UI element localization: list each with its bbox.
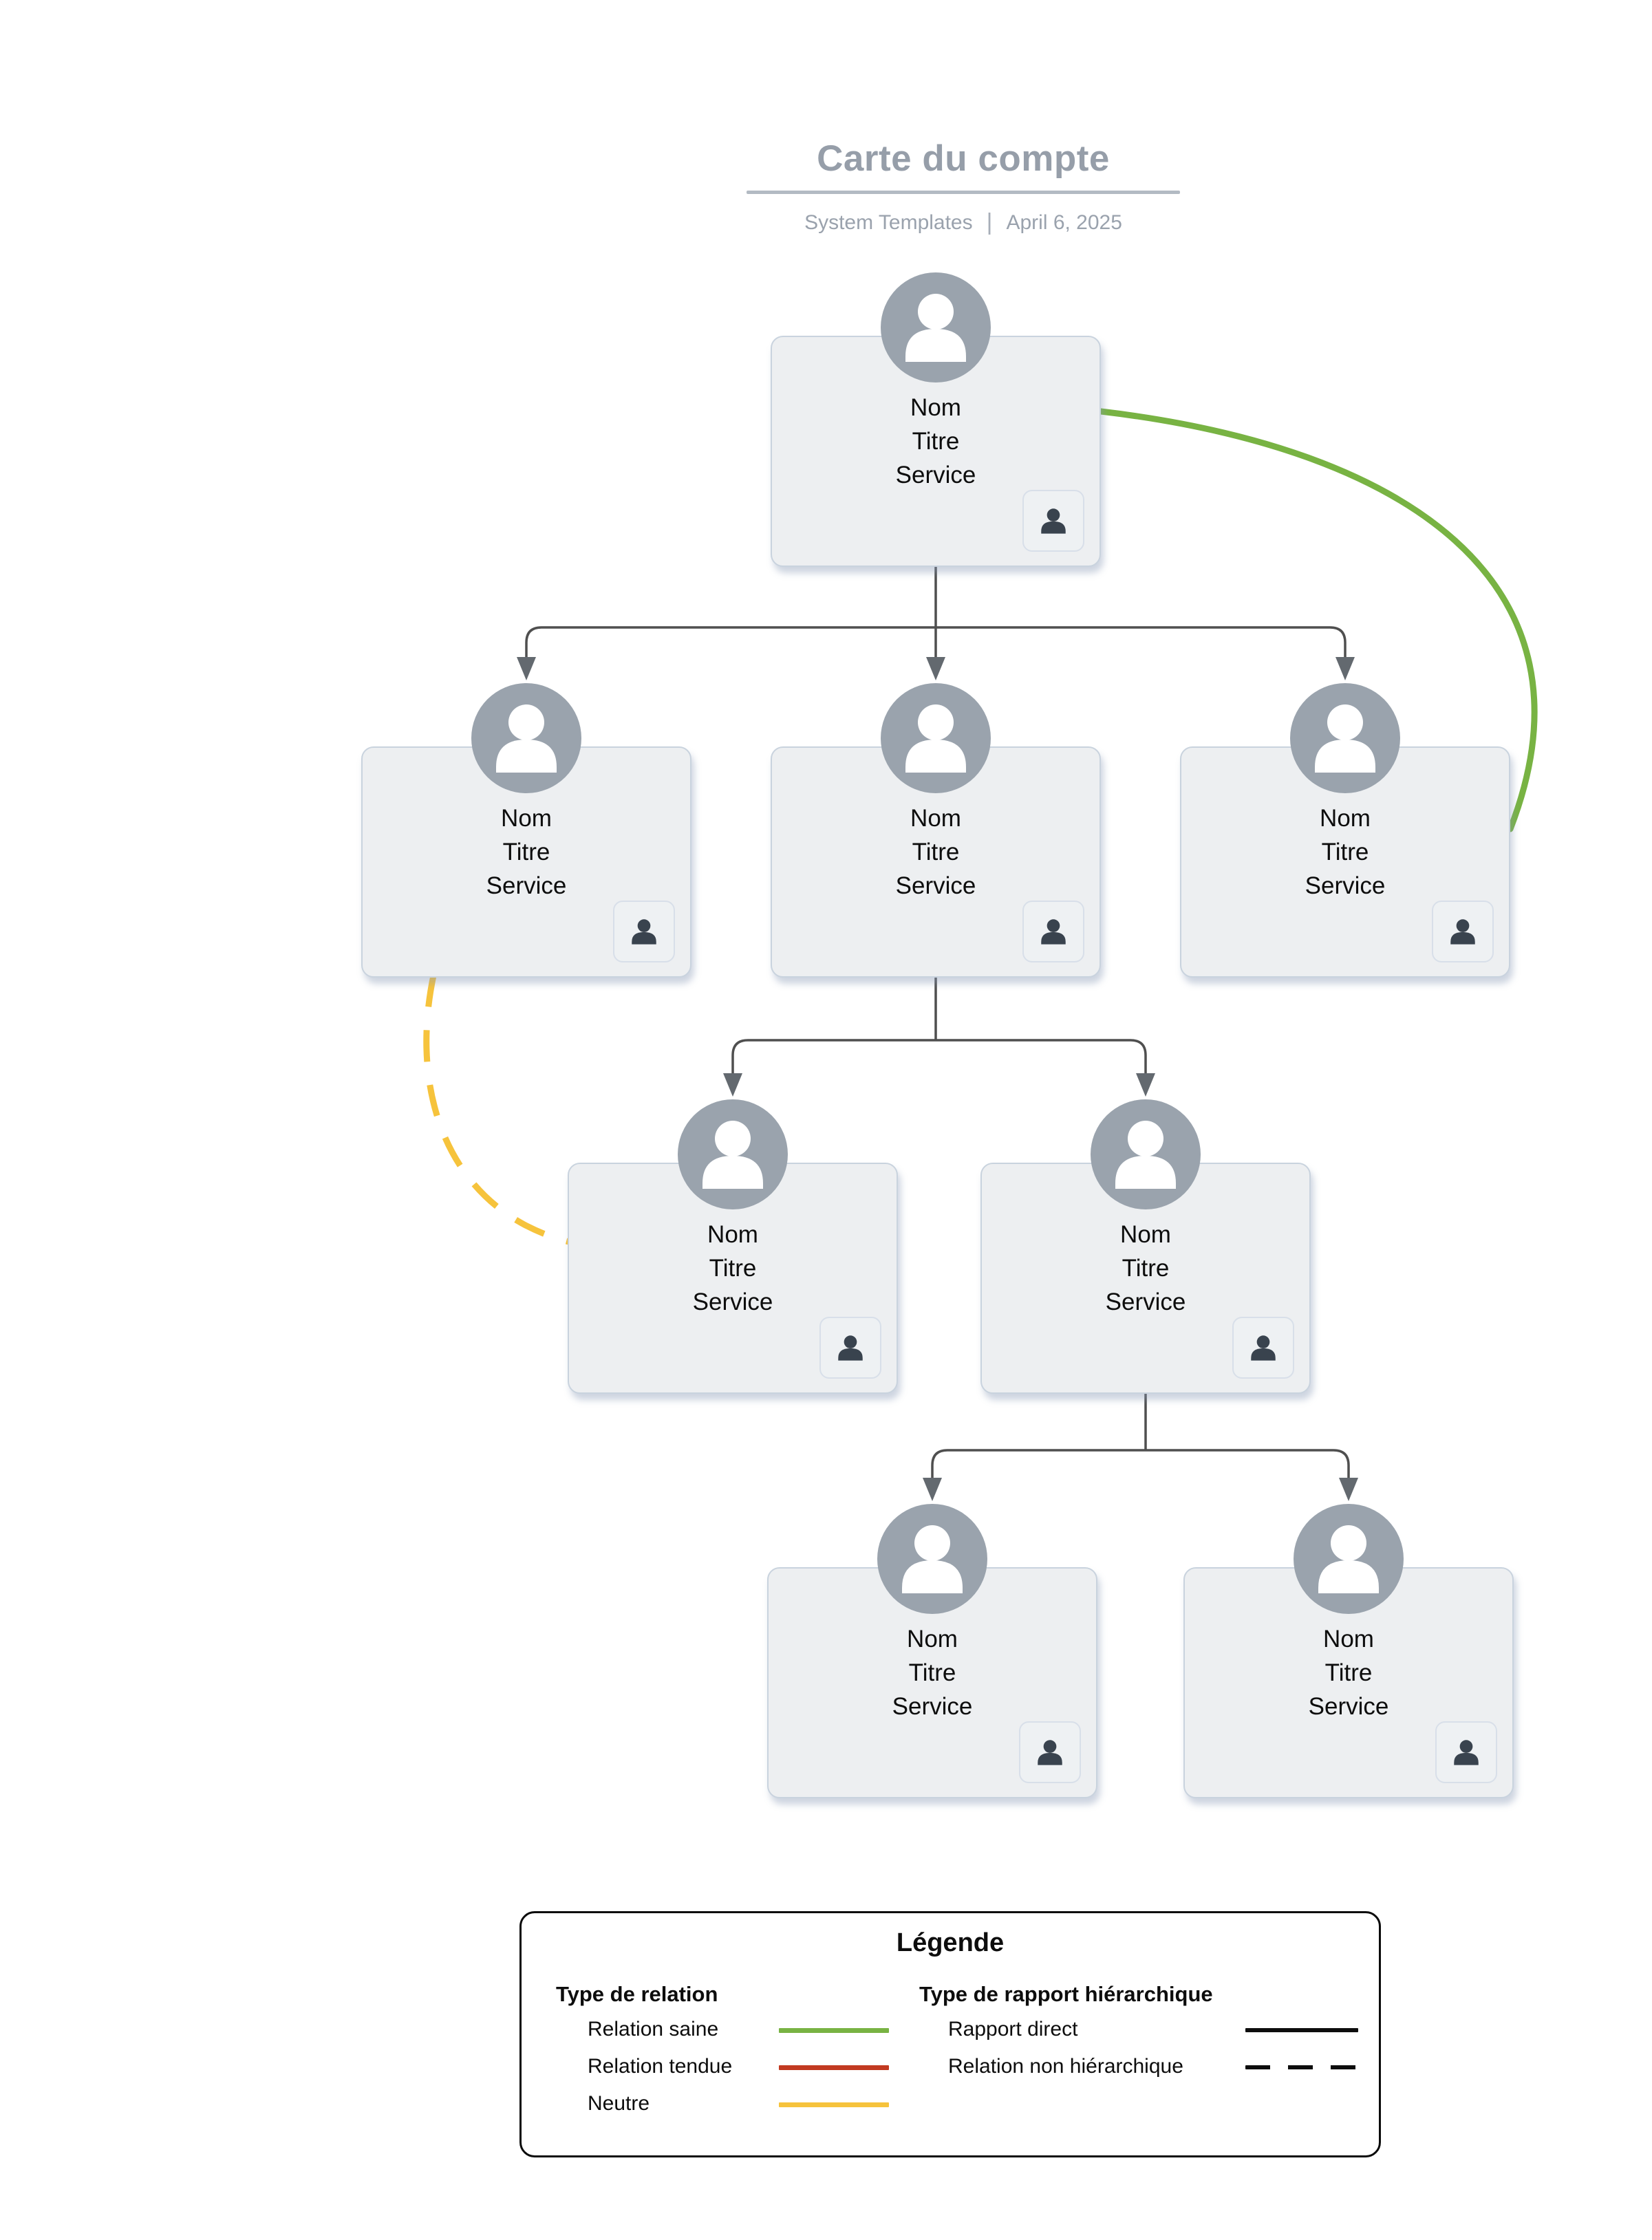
byline-text: System Templates bbox=[804, 211, 973, 234]
org-node-l3-left[interactable]: Nom Titre Service bbox=[568, 1099, 898, 1394]
node-label: Nom Titre Service bbox=[982, 1218, 1309, 1319]
avatar-person-icon bbox=[471, 683, 581, 793]
avatar-person-icon bbox=[1290, 683, 1400, 793]
node-title: Titre bbox=[1122, 1255, 1170, 1282]
person-badge-button[interactable] bbox=[1435, 1721, 1497, 1783]
avatar-person-icon bbox=[881, 272, 991, 383]
avatar-person-icon bbox=[1091, 1099, 1201, 1209]
relation-neutral-edge[interactable] bbox=[423, 975, 573, 1246]
legend-label-neutral: Neutre bbox=[588, 2092, 650, 2115]
node-title: Titre bbox=[709, 1255, 757, 1282]
node-name: Nom bbox=[707, 1221, 758, 1248]
node-name: Nom bbox=[501, 805, 552, 832]
node-title: Titre bbox=[912, 428, 960, 455]
node-name: Nom bbox=[1323, 1626, 1374, 1652]
legend-label-nonhierarchical: Relation non hiérarchique bbox=[948, 2055, 1183, 2078]
subtitle-divider: | bbox=[986, 209, 993, 235]
person-badge-button[interactable] bbox=[1022, 490, 1084, 552]
node-title: Titre bbox=[1321, 839, 1369, 865]
title-underline bbox=[747, 191, 1180, 194]
avatar-person-icon bbox=[881, 683, 991, 793]
person-icon bbox=[838, 1335, 863, 1361]
node-title: Titre bbox=[1324, 1659, 1373, 1686]
person-badge-button[interactable] bbox=[819, 1317, 881, 1379]
node-label: Nom Titre Service bbox=[1185, 1622, 1512, 1723]
org-node-l2-left[interactable]: Nom Titre Service bbox=[361, 683, 691, 978]
person-icon bbox=[1251, 1335, 1276, 1361]
node-service: Service bbox=[486, 872, 567, 899]
node-service: Service bbox=[895, 872, 976, 899]
direct-report-swatch bbox=[1245, 2028, 1358, 2032]
node-name: Nom bbox=[907, 1626, 958, 1652]
person-icon bbox=[1038, 1740, 1062, 1765]
org-node-l2-right[interactable]: Nom Titre Service bbox=[1180, 683, 1510, 978]
nonhierarchical-swatch bbox=[1245, 2065, 1358, 2069]
node-title: Titre bbox=[908, 1659, 956, 1686]
subtitle: System Templates | April 6, 2025 bbox=[747, 209, 1180, 236]
node-label: Nom Titre Service bbox=[772, 391, 1099, 492]
node-name: Nom bbox=[910, 805, 961, 832]
legend-label-direct: Rapport direct bbox=[948, 2018, 1078, 2040]
org-node-l2-mid[interactable]: Nom Titre Service bbox=[771, 683, 1101, 978]
node-label: Nom Titre Service bbox=[772, 801, 1099, 903]
node-name: Nom bbox=[910, 394, 961, 421]
node-service: Service bbox=[1105, 1289, 1186, 1315]
person-badge-button[interactable] bbox=[1232, 1317, 1294, 1379]
node-label: Nom Titre Service bbox=[1181, 801, 1509, 903]
node-label: Nom Titre Service bbox=[363, 801, 690, 903]
legend-label-strained: Relation tendue bbox=[588, 2055, 733, 2078]
node-service: Service bbox=[692, 1289, 773, 1315]
legend-label-healthy: Relation saine bbox=[588, 2018, 719, 2040]
strained-relation-swatch bbox=[779, 2065, 889, 2070]
node-service: Service bbox=[895, 462, 976, 488]
person-icon bbox=[632, 919, 656, 945]
person-icon bbox=[1041, 919, 1066, 945]
hierarchy-connector-level2[interactable] bbox=[731, 978, 1147, 1075]
person-badge-button[interactable] bbox=[613, 901, 675, 962]
node-title: Titre bbox=[912, 839, 960, 865]
person-badge-button[interactable] bbox=[1432, 901, 1494, 962]
avatar-person-icon bbox=[1294, 1504, 1404, 1614]
org-node-l3-right[interactable]: Nom Titre Service bbox=[980, 1099, 1311, 1394]
hierarchy-type-heading: Type de rapport hiérarchique bbox=[919, 1982, 1213, 2006]
org-node-l4-right[interactable]: Nom Titre Service bbox=[1183, 1504, 1514, 1798]
date-text: April 6, 2025 bbox=[1006, 211, 1122, 234]
neutral-relation-swatch bbox=[779, 2102, 889, 2107]
node-service: Service bbox=[1305, 872, 1386, 899]
page-title: Carte du compte bbox=[817, 138, 1110, 179]
legend-box: Légende Type de relation Relation saine … bbox=[519, 1911, 1381, 2157]
legend-title: Légende bbox=[896, 1928, 1005, 1957]
person-badge-button[interactable] bbox=[1019, 1721, 1081, 1783]
relation-type-heading: Type de relation bbox=[556, 1982, 718, 2006]
person-icon bbox=[1450, 919, 1475, 945]
hierarchy-connector-level1[interactable] bbox=[525, 567, 1347, 658]
node-service: Service bbox=[1308, 1693, 1389, 1720]
person-icon bbox=[1041, 508, 1066, 534]
avatar-person-icon bbox=[678, 1099, 788, 1209]
hierarchy-arrowheads bbox=[517, 657, 1358, 1501]
person-icon bbox=[1454, 1740, 1479, 1765]
avatar-person-icon bbox=[877, 1504, 987, 1614]
node-title: Titre bbox=[502, 839, 550, 865]
org-node-root[interactable]: Nom Titre Service bbox=[771, 272, 1101, 567]
relation-healthy-edge[interactable] bbox=[1097, 408, 1538, 832]
org-node-l4-left[interactable]: Nom Titre Service bbox=[767, 1504, 1097, 1798]
node-name: Nom bbox=[1120, 1221, 1171, 1248]
healthy-relation-swatch bbox=[779, 2028, 889, 2033]
person-badge-button[interactable] bbox=[1022, 901, 1084, 962]
node-name: Nom bbox=[1320, 805, 1371, 832]
node-label: Nom Titre Service bbox=[769, 1622, 1096, 1723]
node-service: Service bbox=[892, 1693, 973, 1720]
node-label: Nom Titre Service bbox=[569, 1218, 897, 1319]
hierarchy-connector-level3[interactable] bbox=[931, 1394, 1350, 1479]
header: Carte du compte System Templates | April… bbox=[747, 138, 1180, 236]
